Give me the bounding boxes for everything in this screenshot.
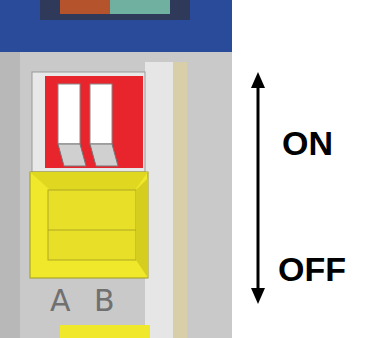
switch-letter: B [94, 286, 115, 316]
on-off-arrow [257, 84, 260, 292]
red-part [60, 0, 110, 14]
side-strip [173, 62, 187, 338]
yellow-well [30, 172, 148, 278]
yellow-ridge [48, 230, 136, 231]
arrow-head-up [251, 72, 265, 88]
lever-a [58, 84, 80, 144]
yellow-foot [60, 325, 150, 338]
teal-part [110, 0, 170, 14]
arrow-head-down [251, 288, 265, 304]
dark-cover [40, 0, 190, 20]
yellow-lip [30, 172, 148, 190]
lever-a-slider [58, 144, 86, 166]
gap [232, 52, 236, 338]
blue-cover [0, 0, 232, 52]
state-label: OFF [278, 252, 346, 286]
yellow-side [136, 178, 148, 278]
switch-letter: A [50, 286, 71, 316]
switch-frame [32, 72, 145, 172]
lever-b [90, 84, 112, 144]
lever-b-slider [90, 144, 118, 166]
yellow-inner [48, 190, 136, 260]
housing-edge [0, 52, 20, 338]
housing [0, 52, 232, 338]
side-panel [145, 62, 173, 338]
state-label: ON [282, 126, 333, 160]
switch-body [45, 76, 143, 168]
